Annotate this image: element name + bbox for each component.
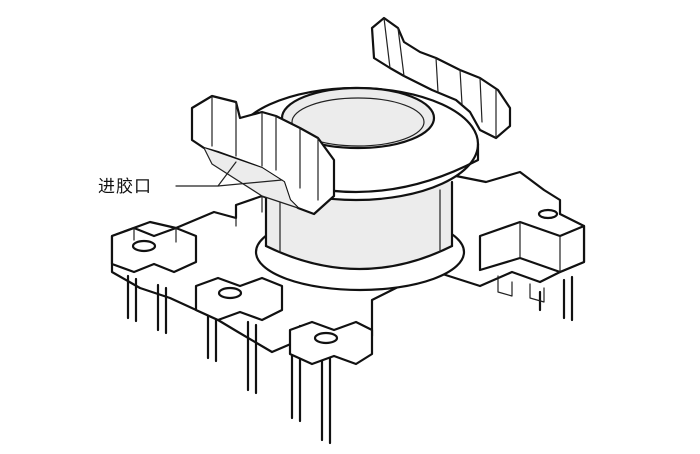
right-pin-blocks xyxy=(478,208,586,303)
right-lug xyxy=(370,16,512,140)
left-lug xyxy=(190,94,336,216)
callout-leaders xyxy=(175,161,283,187)
left-pin-blocks xyxy=(110,226,374,366)
gate-callout-label: 进胶口 xyxy=(98,177,152,197)
